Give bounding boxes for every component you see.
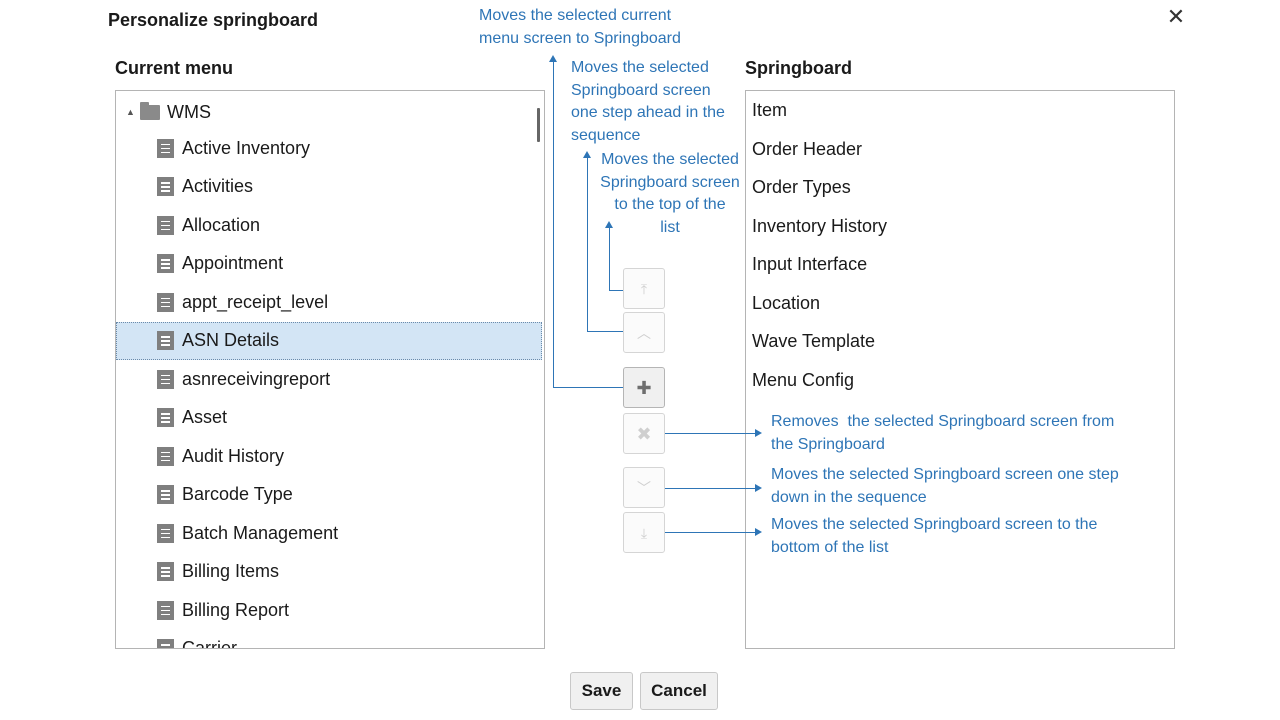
menu-item[interactable]: Allocation <box>116 206 542 244</box>
document-icon <box>157 408 174 427</box>
annotation-add: Moves the selected current menu screen t… <box>479 7 681 47</box>
springboard-item[interactable]: Input Interface <box>752 254 868 274</box>
arrowhead-icon <box>583 151 591 158</box>
springboard-item[interactable]: Order Header <box>752 138 863 159</box>
remove-from-springboard-button[interactable]: ✖ <box>623 413 665 454</box>
chevron-down-icon: ﹀ <box>637 479 651 496</box>
menu-item[interactable]: appt_receipt_level <box>116 283 542 321</box>
connector-line <box>553 62 554 388</box>
document-icon <box>157 215 174 235</box>
menu-item-label: Allocation <box>182 214 261 235</box>
document-icon <box>157 254 174 273</box>
expand-triangle-icon[interactable]: ▲ <box>126 107 135 117</box>
connector-line <box>609 228 610 290</box>
plus-icon: ✚ <box>636 377 652 398</box>
springboard-item[interactable]: Wave Template <box>752 331 876 351</box>
annotation-move-up: Moves the selected Springboard screen on… <box>571 59 725 144</box>
menu-item-label: Active Inventory <box>182 137 311 158</box>
document-icon <box>157 446 174 466</box>
remove-icon: ✖ <box>636 423 652 444</box>
menu-item[interactable]: Billing Items <box>116 553 542 591</box>
annotation-move-bottom: Moves the selected Springboard screen to… <box>771 516 1098 556</box>
document-icon <box>157 485 174 504</box>
annotation-move-down: Moves the selected Springboard screen on… <box>771 466 1119 506</box>
menu-item-label: Activities <box>182 176 254 196</box>
menu-item-label: Audit History <box>182 445 285 466</box>
menu-item[interactable]: Activities <box>116 168 542 206</box>
menu-item-label: Batch Management <box>182 522 339 543</box>
add-to-springboard-button[interactable]: ✚ <box>623 367 665 408</box>
dialog-title: Personalize springboard <box>108 10 319 30</box>
connector-line <box>609 290 623 291</box>
arrowhead-icon <box>605 221 613 228</box>
menu-item[interactable]: Appointment <box>116 245 542 283</box>
menu-item[interactable]: Barcode Type <box>116 476 542 514</box>
arrowhead-icon <box>755 528 762 536</box>
move-to-top-button[interactable]: ⤒ <box>623 268 665 309</box>
tree-node-label: WMS <box>167 101 211 122</box>
springboard-item[interactable]: Order Types <box>752 177 851 197</box>
menu-item[interactable]: Active Inventory <box>116 129 542 167</box>
tree-node-wms[interactable]: ▲ WMS <box>126 101 211 123</box>
menu-item-label: ASN Details <box>182 330 280 350</box>
menu-item-label: Barcode Type <box>182 484 293 504</box>
document-icon <box>157 562 174 581</box>
document-icon <box>157 369 174 389</box>
menu-item[interactable]: asnreceivingreport <box>116 360 542 398</box>
menu-item-label: Billing Items <box>182 561 280 581</box>
menu-item[interactable]: Carrier <box>116 630 542 649</box>
current-menu-title: Current menu <box>115 58 234 78</box>
menu-item-label: asnreceivingreport <box>182 368 331 389</box>
scrollbar-thumb[interactable] <box>537 108 540 142</box>
document-icon <box>157 177 174 196</box>
connector-line <box>587 158 588 331</box>
document-icon <box>157 600 174 620</box>
annotation-move-top: Moves the selected Springboard screen to… <box>600 151 740 236</box>
document-icon <box>157 331 174 350</box>
folder-icon <box>140 101 160 120</box>
document-icon <box>157 138 174 158</box>
document-icon <box>157 523 174 543</box>
springboard-item[interactable]: Inventory History <box>752 215 888 236</box>
move-up-button[interactable]: ︿ <box>623 312 665 353</box>
menu-item[interactable]: Audit History <box>116 437 542 475</box>
springboard-title: Springboard <box>745 58 852 78</box>
document-icon <box>157 292 174 312</box>
arrowhead-icon <box>549 55 557 62</box>
menu-item[interactable]: ASN Details <box>116 321 542 360</box>
connector-line <box>587 331 623 332</box>
move-to-bottom-button[interactable]: ⤓ <box>623 512 665 553</box>
annotation-remove: Removes the selected Springboard screen … <box>771 413 1115 453</box>
menu-item-label: Carrier <box>182 638 238 649</box>
move-down-button[interactable]: ﹀ <box>623 467 665 508</box>
arrowhead-icon <box>755 429 762 437</box>
connector-line <box>665 488 755 489</box>
connector-line <box>553 387 623 388</box>
menu-item-label: Billing Report <box>182 599 290 620</box>
move-to-top-icon: ⤒ <box>640 280 648 297</box>
document-icon <box>157 639 174 648</box>
move-to-bottom-icon: ⤓ <box>640 524 648 541</box>
menu-item-label: Appointment <box>182 253 284 273</box>
menu-item[interactable]: Asset <box>116 399 542 437</box>
springboard-item[interactable]: Location <box>752 292 821 313</box>
close-icon[interactable]: ✕ <box>1166 4 1186 29</box>
chevron-up-icon: ︿ <box>637 324 651 341</box>
menu-item[interactable]: Batch Management <box>116 514 542 552</box>
cancel-button[interactable]: Cancel <box>640 672 718 710</box>
connector-line <box>665 433 755 434</box>
springboard-item[interactable]: Menu Config <box>752 369 855 390</box>
save-button[interactable]: Save <box>570 672 633 710</box>
menu-item-label: appt_receipt_level <box>182 291 329 312</box>
connector-line <box>665 532 755 533</box>
springboard-item[interactable]: Item <box>752 100 788 120</box>
menu-item[interactable]: Billing Report <box>116 591 542 629</box>
menu-item-label: Asset <box>182 407 228 427</box>
arrowhead-icon <box>755 484 762 492</box>
